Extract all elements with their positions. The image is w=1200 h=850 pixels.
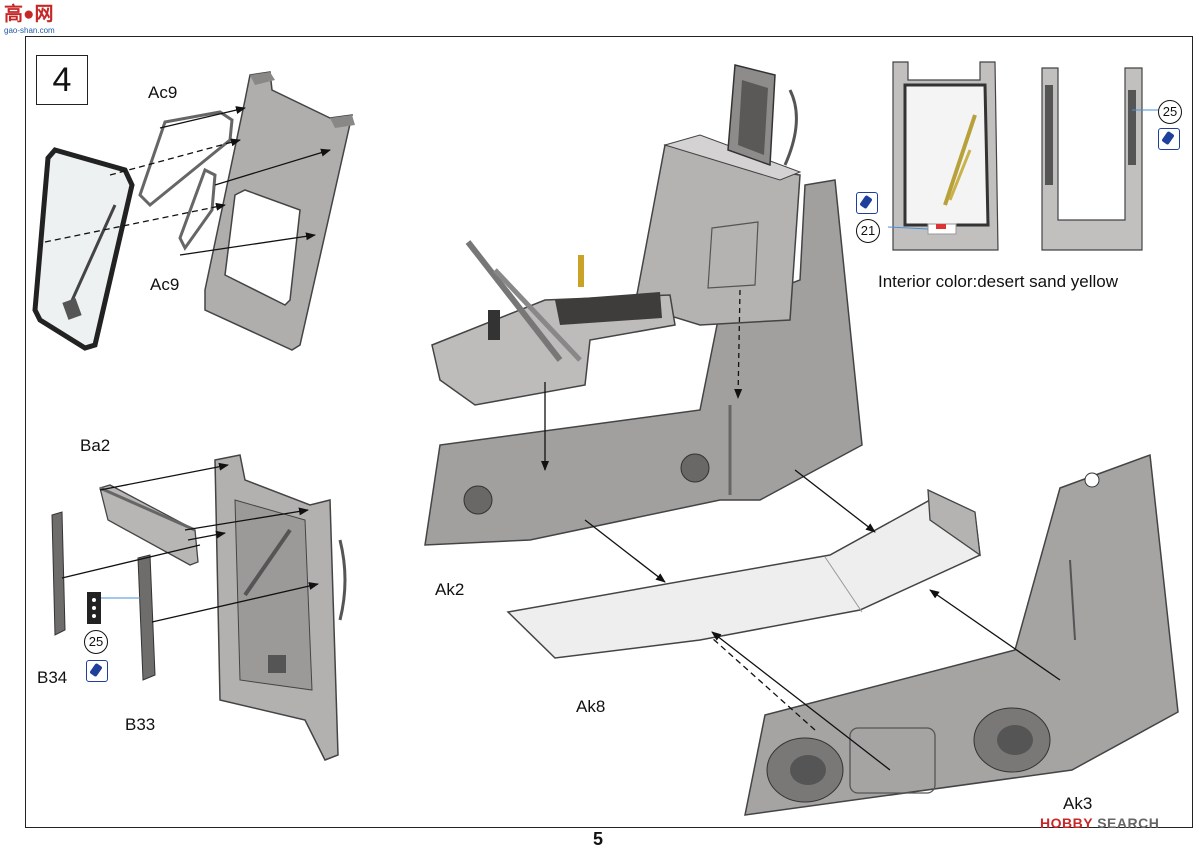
label-ak3: Ak3 (1063, 794, 1093, 813)
label-b33: B33 (125, 715, 156, 734)
label-ak8: Ak8 (576, 697, 606, 716)
interior-color-note: Interior color:desert sand yellow (878, 272, 1119, 291)
ak3-side-panel (744, 453, 1179, 816)
page-number: 5 (593, 829, 604, 849)
site-logo-url: gao-shan.com (4, 26, 55, 35)
ba2-handle-part (99, 484, 199, 566)
site-logo-text: 高●网 (4, 4, 54, 25)
ac9-seal-upper (138, 110, 234, 208)
label-ba2: Ba2 (80, 436, 111, 455)
ak2-side-panel (424, 179, 863, 546)
console-box (634, 64, 802, 326)
decal-number-left: 25 (84, 630, 108, 654)
door-frame-top (204, 71, 355, 351)
door-frame-bottom (214, 454, 347, 761)
site-logo: 高●网 gao-shan.com (4, 4, 74, 36)
b33-bar (137, 554, 156, 681)
detail-view-interior (892, 61, 999, 251)
decal-strip-icon (87, 592, 101, 624)
paint-icon-detail-top (1158, 128, 1180, 150)
instruction-frame (25, 36, 1193, 828)
watermark-suffix: SEARCH (1097, 815, 1160, 831)
label-b34: B34 (37, 668, 68, 687)
label-ac9-bottom: Ac9 (150, 275, 180, 294)
ak8-floor-plate (506, 488, 981, 659)
paint-icon-left (86, 660, 108, 682)
label-ak2: Ak2 (435, 580, 465, 599)
label-ac9-top: Ac9 (148, 83, 178, 102)
paint-icon-detail-mid (856, 192, 878, 214)
b34-bar (51, 511, 66, 636)
step-number: 4 (36, 55, 88, 105)
watermark-brand: HOBBY (1040, 815, 1093, 831)
console-tray (431, 240, 676, 406)
detail-view-rear (1041, 67, 1143, 251)
window-glass (32, 147, 135, 351)
decal-number-detail-mid: 21 (856, 219, 880, 243)
ac9-seal-lower (178, 167, 217, 251)
decal-number-detail-top: 25 (1158, 100, 1182, 124)
watermark: HOBBY SEARCH (1040, 815, 1159, 831)
